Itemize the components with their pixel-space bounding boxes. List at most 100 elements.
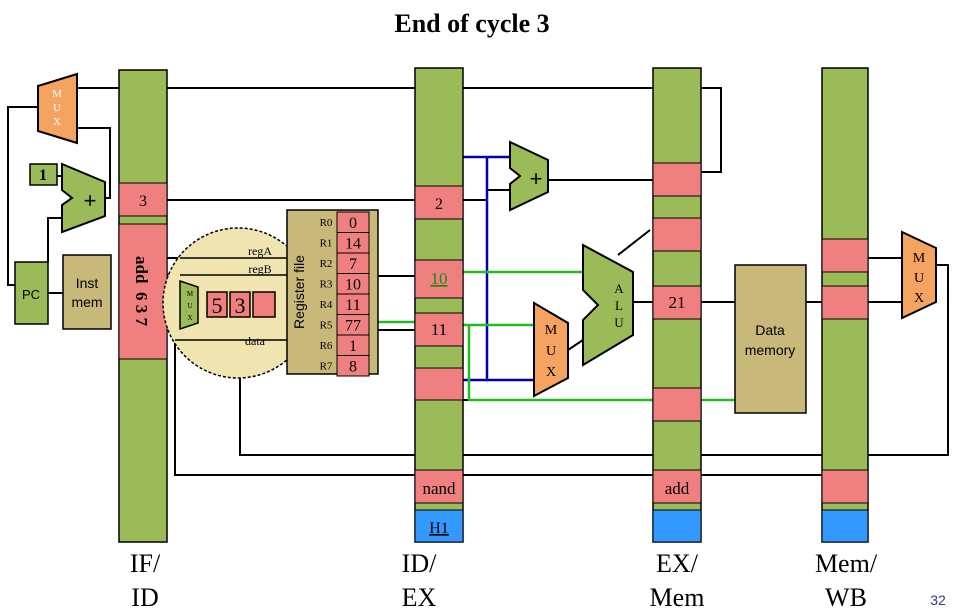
- mux-letter: M: [52, 88, 62, 100]
- pc-mux: M U X: [37, 72, 78, 145]
- mux-to-pc-wire: [7, 106, 40, 286]
- if-id-register: 3 add 6 3 7: [118, 69, 168, 543]
- adder-to-mux-wire: [77, 127, 111, 199]
- id-ex-register: 2 10 11 nand H1: [414, 67, 464, 543]
- page-title: End of cycle 3: [394, 9, 549, 38]
- mem-wb-label-top: Mem/: [815, 549, 878, 578]
- svg-text:A: A: [614, 281, 624, 296]
- register-value: 11: [345, 297, 360, 314]
- register-row: R0 0: [320, 211, 370, 233]
- id-ex-label-top: ID/: [402, 549, 437, 578]
- dest-reg-wire: [174, 290, 822, 476]
- pc-adder: +: [61, 162, 106, 234]
- id-ex-regb-value: 11: [431, 320, 447, 339]
- svg-text:PC: PC: [22, 287, 40, 302]
- svg-text:X: X: [914, 291, 924, 306]
- writeback-wire: [239, 264, 949, 456]
- branch-feedback-wire: [77, 87, 722, 173]
- register-value: 1: [349, 338, 357, 355]
- pc-register: PC: [14, 261, 49, 325]
- svg-text:U: U: [614, 315, 624, 330]
- register-row: R2 7: [320, 252, 370, 274]
- register-file-label: Register file: [291, 255, 307, 329]
- register-name: R4: [320, 299, 333, 311]
- svg-text:M: M: [913, 251, 926, 266]
- register-name: R2: [320, 258, 333, 270]
- mem-wb-register: [821, 67, 869, 543]
- blue-wires: [463, 155, 534, 382]
- register-name: R1: [320, 238, 333, 250]
- mux-letter: U: [53, 102, 61, 114]
- ex-mem-register: 21 add: [652, 67, 702, 543]
- if-id-label-bottom: ID: [131, 583, 158, 612]
- id-ex-label-bottom: EX: [402, 583, 437, 612]
- register-name: R7: [320, 361, 333, 373]
- data-memory: Data memory: [734, 264, 807, 414]
- rega-label: regA: [248, 244, 272, 258]
- reg-number-boxes: 5 3: [206, 291, 276, 318]
- register-value: 14: [345, 236, 361, 253]
- register-row: R1 14: [320, 232, 370, 254]
- ex-mem-alu-value: 21: [669, 293, 686, 312]
- regb-label: regB: [248, 262, 271, 276]
- instruction-memory: Inst mem: [62, 254, 112, 330]
- register-name: R0: [320, 217, 333, 229]
- ex-mem-label-bottom: Mem: [650, 583, 705, 612]
- writeback-mux: M U X: [901, 230, 937, 320]
- svg-text:M: M: [545, 323, 558, 338]
- mux-letter: X: [53, 116, 61, 128]
- register-value: 0: [349, 215, 357, 232]
- register-row: R6 1: [320, 334, 370, 356]
- register-row: R4 11: [320, 293, 370, 315]
- svg-text:Inst: Inst: [76, 275, 99, 291]
- alu: A L U: [582, 243, 634, 367]
- register-name: R5: [320, 320, 333, 332]
- if-id-instruction: add 6 3 7: [132, 256, 151, 326]
- svg-text:U: U: [187, 302, 192, 310]
- register-value: 10: [345, 277, 361, 294]
- register-row: R5 77: [320, 314, 370, 336]
- svg-text:U: U: [914, 271, 924, 286]
- regb-number: 3: [235, 293, 246, 318]
- rega-number: 5: [212, 293, 223, 318]
- data-label: data: [245, 334, 266, 348]
- svg-text:L: L: [615, 298, 623, 313]
- dest-mux: M U X: [179, 279, 199, 331]
- slide-number: 32: [930, 592, 946, 608]
- svg-text:+: +: [84, 188, 97, 213]
- ex-mem-op: add: [665, 479, 690, 498]
- if-id-label-top: IF/: [130, 549, 161, 578]
- id-ex-op: nand: [422, 479, 456, 498]
- green-wires: [375, 270, 735, 402]
- svg-text:Data: Data: [755, 322, 785, 338]
- register-value: 8: [349, 359, 357, 376]
- pc-to-adder-wire: [47, 217, 62, 262]
- svg-text:memory: memory: [745, 342, 796, 358]
- svg-text:X: X: [187, 314, 192, 322]
- svg-text:+: +: [530, 166, 543, 191]
- svg-text:M: M: [187, 290, 194, 298]
- register-value: 77: [345, 318, 361, 335]
- register-value: 7: [349, 256, 357, 273]
- const-one-box: 1: [29, 163, 58, 186]
- register-row: R7 8: [320, 355, 370, 377]
- svg-text:X: X: [546, 365, 556, 380]
- register-cell: [336, 355, 370, 377]
- svg-text:mem: mem: [71, 294, 102, 310]
- if-id-pc-value: 3: [139, 193, 147, 210]
- alu-input-mux: M U X: [533, 301, 569, 398]
- mem-wb-label-bottom: WB: [825, 583, 867, 612]
- id-ex-pc-value: 2: [435, 196, 443, 213]
- svg-text:1: 1: [39, 167, 47, 184]
- ex-mem-label-top: EX/: [656, 549, 699, 578]
- register-row: R3 10: [320, 273, 370, 295]
- svg-text:U: U: [546, 344, 556, 359]
- id-ex-rega-value: 10: [431, 269, 448, 288]
- hazard-badge: H1: [429, 520, 449, 537]
- register-name: R3: [320, 279, 333, 291]
- branch-adder: +: [509, 140, 549, 212]
- register-name: R6: [320, 340, 333, 352]
